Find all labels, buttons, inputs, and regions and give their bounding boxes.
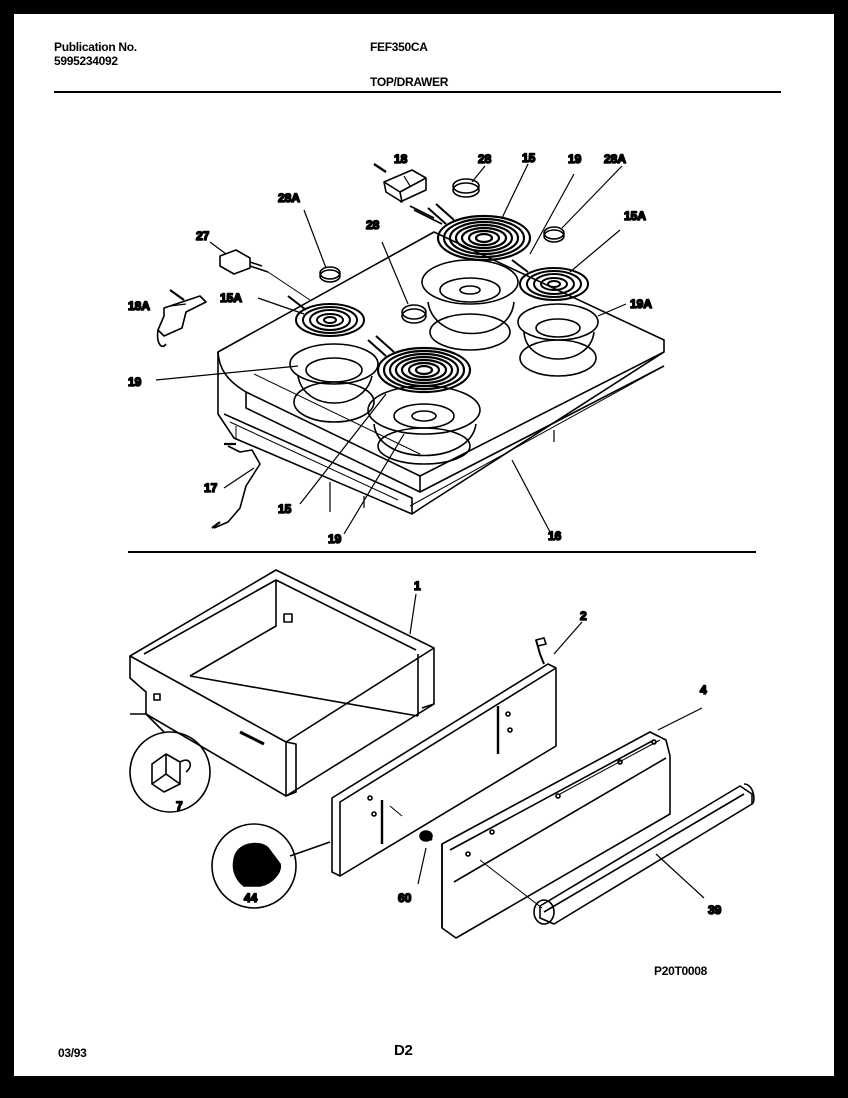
trim-ring-28A-right [543,226,565,243]
callout-16: 16 [548,529,562,543]
callout-4: 4 [700,683,707,697]
callout-15A-right: 15A [624,209,646,223]
inset-detail-7 [129,713,211,813]
parts-diagram-sheet: Publication No. 5995234092 FEF350CA TOP/… [14,14,834,1076]
callout-18: 18 [394,152,408,166]
drip-bowl-right [517,303,599,377]
callout-19-bottom: 19 [328,532,342,546]
callout-44: 44 [244,891,258,905]
callout-28-mid: 28 [366,218,380,232]
surface-element-small-left [287,295,365,337]
drip-bowl-left [289,343,379,423]
publication-label: Publication No. [54,40,137,54]
drawer-front-4 [441,731,671,939]
surface-element-small-right [511,259,589,301]
drawer-panel-2 [331,637,557,877]
section-title: TOP/DRAWER [370,75,449,89]
callout-18A: 18A [128,299,150,313]
callout-28-top: 28 [478,152,492,166]
drawer-handle-39 [533,783,755,925]
callout-15-bottom: 15 [278,502,292,516]
callouts-bottom: 1 2 4 7 44 60 39 [175,578,722,918]
drawer-body-1 [129,569,435,797]
callout-28A-right: 28A [604,152,626,166]
model-number: FEF350CA [370,40,428,54]
bracket-18A [156,289,207,348]
surface-element-large-front [367,335,472,394]
callout-19-top: 19 [568,152,582,166]
callout-19A: 19A [630,297,652,311]
leader-lines-top [155,163,627,535]
callout-2: 2 [580,609,587,623]
surface-element-large-rear [427,203,532,262]
inset-detail-44 [211,823,331,909]
trim-ring-28A-left [319,266,341,283]
wire-harness-17 [211,442,261,529]
screw-60 [419,830,433,842]
callout-7: 7 [176,799,183,813]
exploded-view-diagram: 18 28 15 19 28A 28A 27 28 15A 18A 15A 19… [127,150,756,939]
callout-27: 27 [196,229,210,243]
callout-19-left: 19 [128,375,142,389]
drip-bowl-rear [421,259,519,351]
drip-bowl-front [367,385,481,465]
callouts-top: 18 28 15 19 28A 28A 27 28 15A 18A 15A 19… [127,150,653,547]
callout-15A-left: 15A [220,291,242,305]
trim-ring-28-mid [401,304,427,324]
callout-15-top: 15 [522,151,536,165]
receptacle-27 [219,249,311,301]
leader-lines-bottom [409,593,705,909]
callout-1: 1 [414,579,421,593]
footer-date: 03/93 [58,1046,87,1060]
callout-28A-left: 28A [278,191,300,205]
callout-39: 39 [708,903,722,917]
header-rule [54,91,781,93]
page-number: D2 [394,1042,413,1059]
callout-17: 17 [204,481,218,495]
trim-ring-28-top [452,178,480,198]
cooktop-assembly [217,231,665,515]
figure-code: P20T0008 [654,964,707,978]
terminal-block-18 [373,163,443,225]
publication-number: 5995234092 [54,54,118,68]
callout-60: 60 [398,891,412,905]
